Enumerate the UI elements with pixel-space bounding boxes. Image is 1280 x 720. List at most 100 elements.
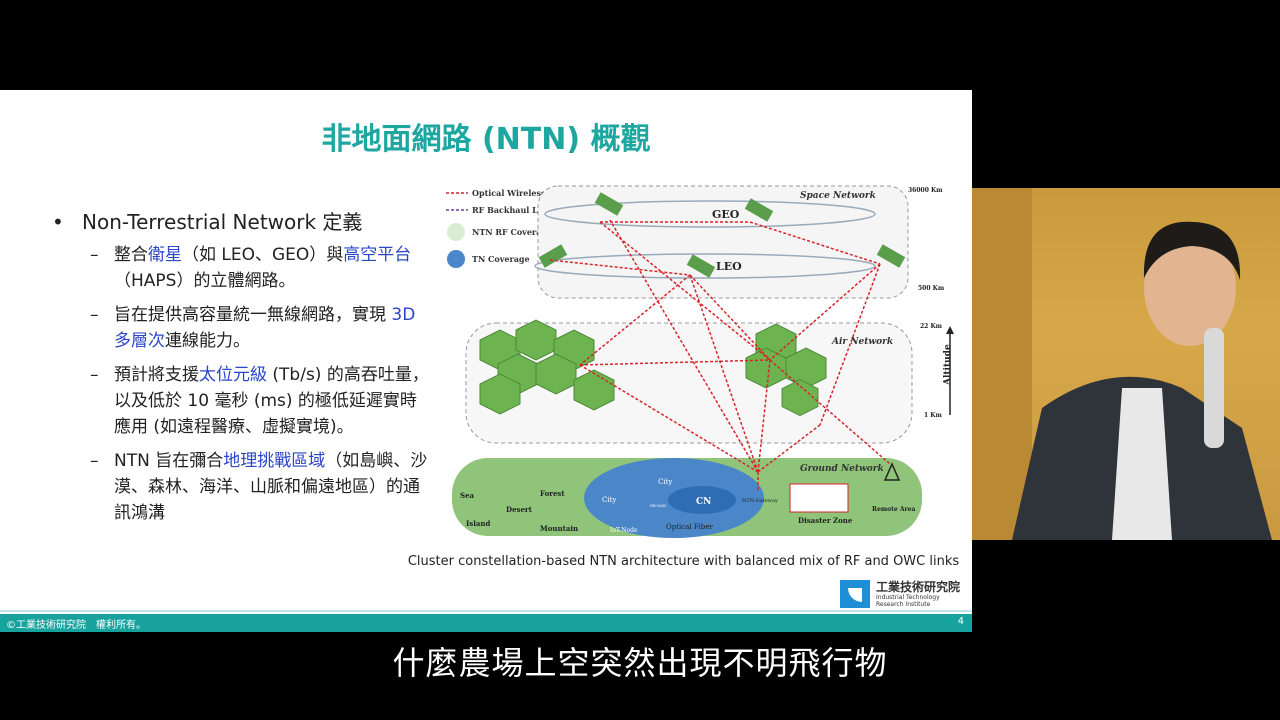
slide-footer: ©工業技術研究院 權利所有。 4	[0, 614, 972, 632]
altitude-1: 1 Km	[924, 412, 942, 419]
tower-icon	[883, 462, 901, 481]
legend-rf: RF Backhaul Link	[472, 205, 553, 215]
diagram-caption: Cluster constellation-based NTN architec…	[407, 554, 960, 569]
main-bullet: • Non-Terrestrial Network 定義	[52, 208, 432, 236]
altitude-36000: 36000 Km	[908, 187, 943, 194]
satellite-icon	[686, 254, 716, 278]
satellite-icon	[876, 244, 906, 268]
text-part: NTN 旨在彌合	[114, 451, 224, 471]
text-part: 整合	[114, 245, 148, 265]
highlight-text: 太位元級	[199, 365, 267, 385]
background-panel	[972, 188, 1032, 540]
sub-bullet-text: 旨在提供高容量統一無線網路，實現 3D 多層次連線能力。	[114, 302, 432, 354]
microphone-icon	[1204, 328, 1224, 448]
highlight-text: 高空平台	[343, 245, 412, 265]
sea-label: Sea	[460, 491, 475, 500]
leo-label: LEO	[716, 260, 742, 273]
sub-bullet: – 整合衛星（如 LEO、GEO）與高空平台 （HAPS）的立體網路。	[90, 242, 432, 294]
mountain-label: Mountain	[540, 524, 578, 533]
ground-network-label: Ground Network	[800, 464, 884, 474]
haps-cell	[785, 347, 827, 389]
air-network-label: Air Network	[831, 337, 893, 347]
geo-label: GEO	[712, 208, 740, 221]
island-label: Island	[466, 519, 490, 528]
remote-area-label: Remote Area	[872, 506, 915, 513]
logo-zh: 工業技術研究院	[876, 580, 961, 594]
ntn-architecture-diagram: Optical Wireless Link RF Backhaul Link N…	[446, 185, 954, 538]
face	[1144, 230, 1236, 346]
text-part: （如 LEO、GEO）與	[182, 245, 344, 265]
highlight-text: 地理挑戰區域	[223, 451, 326, 471]
legend-optical: Optical Wireless Link	[472, 188, 569, 198]
presentation-slide: 非地面網路 (NTN) 概觀 • Non-Terrestrial Network…	[0, 90, 972, 632]
text-part: （HAPS）的立體網路。	[114, 271, 296, 291]
copyright: ©工業技術研究院 權利所有。	[6, 620, 146, 631]
hair	[1143, 221, 1241, 280]
legend: Optical Wireless Link RF Backhaul Link N…	[446, 188, 569, 268]
haps-clusters	[479, 319, 827, 417]
sr-san-label: SR-SAN	[650, 503, 667, 508]
altitude-scale: 36000 Km 500 Km 22 Km 1 Km Altitude	[908, 187, 954, 419]
text-part: 預計將支援	[114, 365, 199, 385]
text-part: (Tb/s) 的高吞吐量，以及低於 10 毫秒 (ms) 的極低延遲實時應用 (…	[114, 365, 429, 437]
dash-icon: –	[90, 451, 99, 471]
logo-en-2: Research Institute	[876, 601, 931, 608]
video-subtitle: 什麼農場上空突然出現不明飛行物	[392, 644, 888, 682]
sub-bullet-text: NTN 旨在彌合地理挑戰區域（如島嶼、沙漠、森林、海洋、山脈和偏遠地區）的通訊鴻…	[114, 448, 432, 526]
altitude-22: 22 Km	[920, 323, 943, 330]
slide-title: 非地面網路 (NTN) 概觀	[321, 122, 651, 157]
sub-bullets: – 整合衛星（如 LEO、GEO）與高空平台 （HAPS）的立體網路。 – 旨在提…	[90, 242, 432, 526]
forest-label: Forest	[540, 489, 565, 498]
cn-cloud	[668, 486, 736, 514]
city-label: City	[602, 496, 616, 504]
leo-orbit	[534, 253, 876, 279]
ntn-coverage-legend-circle	[447, 223, 465, 241]
satellites	[538, 192, 906, 278]
sub-bullet: – 旨在提供高容量統一無線網路，實現 3D 多層次連線能力。	[90, 302, 432, 354]
dash-icon: –	[90, 305, 99, 325]
space-network-box	[537, 185, 909, 299]
satellite-icon	[538, 244, 568, 268]
disaster-zone-icon	[789, 483, 849, 513]
bullet-dot-icon: •	[52, 210, 64, 234]
itri-logo-mark-icon	[840, 580, 870, 608]
bullet-list: • Non-Terrestrial Network 定義 – 整合衛星（如 LE…	[52, 208, 432, 534]
text-part: （如島嶼、沙漠、森林、海洋、山脈和偏遠地區）的通訊鴻溝	[114, 451, 428, 523]
speaker-illustration	[972, 188, 1272, 540]
main-bullet-text: Non-Terrestrial Network 定義	[82, 210, 363, 234]
sub-bullet-text: 預計將支援太位元級 (Tb/s) 的高吞吐量，以及低於 10 毫秒 (ms) 的…	[114, 362, 432, 440]
sub-bullet: – NTN 旨在彌合地理挑戰區域（如島嶼、沙漠、森林、海洋、山脈和偏遠地區）的通…	[90, 448, 432, 526]
tn-coverage-legend-circle	[447, 250, 465, 268]
dash-icon: –	[90, 245, 99, 265]
legend-ntn: NTN RF Coverage	[472, 227, 552, 237]
haps-cell	[781, 379, 819, 417]
dash-icon: –	[90, 365, 99, 385]
shirt	[1112, 388, 1172, 540]
haps-cell	[479, 373, 521, 415]
logo-en-1: Industrial Technology	[876, 594, 940, 601]
itri-logo: 工業技術研究院 Industrial Technology Research I…	[840, 578, 970, 610]
iot-node-label: IoT-Node	[610, 527, 638, 534]
speaker-video	[972, 188, 1280, 540]
satellite-icon	[744, 198, 774, 222]
cn-label: CN	[696, 497, 711, 507]
highlight-text: 3D 多層次	[114, 305, 416, 351]
altitude-label: Altitude	[943, 344, 953, 386]
page-number: 4	[957, 616, 964, 627]
altitude-arrow-icon	[946, 326, 954, 334]
text-part: 連線能力。	[165, 331, 250, 351]
ntn-gateway-label: NTN-Gateway	[742, 498, 778, 504]
legend-tn: TN Coverage	[472, 254, 530, 264]
geo-orbit	[544, 200, 876, 228]
desert-label: Desert	[506, 505, 533, 514]
footer-divider	[0, 610, 972, 612]
space-network-label: Space Network	[800, 191, 876, 201]
text-part: 旨在提供高容量統一無線網路，實現	[114, 305, 392, 325]
disaster-zone-label: Disaster Zone	[798, 516, 853, 525]
optical-fiber-label: Optical Fiber	[666, 523, 714, 531]
optical-links	[549, 219, 891, 492]
highlight-text: 衛星	[148, 245, 182, 265]
haps-cell	[573, 369, 615, 411]
satellite-icon	[594, 192, 624, 216]
city-label-2: City	[658, 478, 672, 486]
